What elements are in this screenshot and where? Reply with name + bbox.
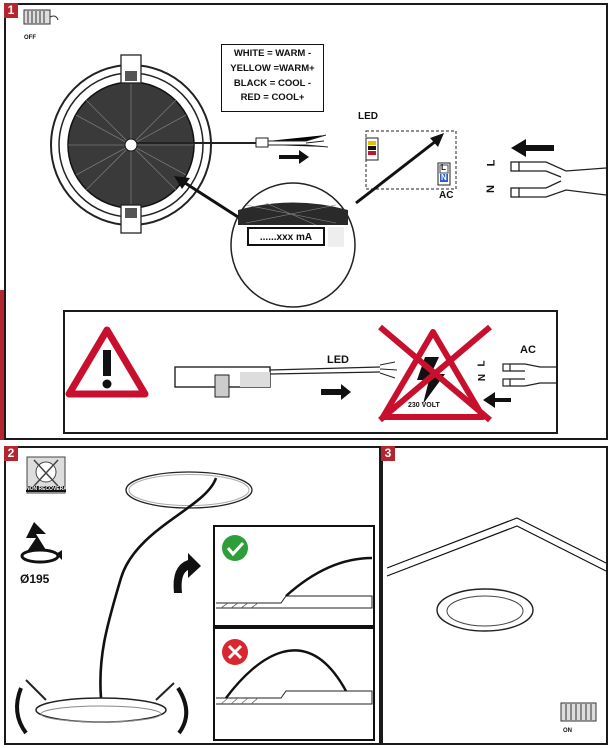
mains-live-label: L [485, 159, 498, 167]
do-not-connect-mains-warning: LED AC N L 230 VOLT [63, 310, 558, 434]
step-3-panel: 3 ON [381, 446, 608, 745]
step-2-panel: 2 NON RECOVERABLE Ø195 [4, 446, 381, 745]
non-recoverable-label: NON RECOVERABLE [26, 486, 77, 492]
side-margin-strip [0, 290, 4, 440]
cutout-diameter-label: Ø195 [20, 572, 50, 586]
driver-terminal-neutral: N [441, 173, 447, 182]
warning-ac-label: AC [520, 344, 536, 356]
power-switch-on-icon [560, 702, 597, 722]
step-1-panel: 1 OFF WHITE = WARM - YELLOW =WARM+ BLACK… [4, 3, 608, 440]
downlight-side-view [35, 697, 167, 723]
switch-off-label: OFF [24, 35, 36, 41]
arrow-right-icon [279, 150, 309, 164]
led-output-label: LED [358, 111, 378, 122]
current-rating-label: ......xxx mA [247, 227, 325, 246]
rotate-right-icon [176, 686, 189, 735]
warning-neutral-label: N [477, 373, 489, 382]
hole-saw-icon [20, 522, 62, 564]
step-3-badge: 3 [381, 446, 395, 461]
warning-live-label: L [476, 360, 488, 367]
legend-line-red: RED = COOL+ [240, 92, 305, 104]
driver-terminal-live: L [441, 163, 446, 172]
legend-line-yellow: YELLOW =WARM+ [230, 62, 315, 74]
power-switch-off-icon [23, 9, 59, 25]
warning-led-label: LED [327, 354, 349, 366]
switch-on-label: ON [563, 728, 572, 734]
correct-installation-inset [213, 525, 375, 627]
step-1-badge: 1 [4, 3, 18, 18]
ac-input-label: AC [439, 190, 454, 201]
rotate-left-icon [15, 687, 28, 735]
arrow-left-icon [509, 139, 554, 157]
wiring-diagram-illustration [50, 54, 607, 308]
step-2-badge: 2 [4, 446, 18, 461]
supply-cable [99, 477, 218, 699]
legend-line-black: BLACK = COOL - [233, 77, 312, 89]
wiring-color-legend: WHITE = WARM - YELLOW =WARM+ BLACK = COO… [221, 44, 324, 112]
mains-neutral-label: N [484, 185, 497, 193]
bend-spring-arrow-icon [173, 553, 201, 593]
legend-line-white: WHITE = WARM - [233, 48, 312, 59]
check-icon [222, 535, 248, 561]
ceiling-cutout [125, 471, 253, 509]
ceiling-edge [386, 517, 606, 569]
arrow-left-icon [483, 392, 511, 408]
voltage-label: 230 VOLT [408, 402, 440, 409]
arrow-right-icon [321, 384, 351, 400]
